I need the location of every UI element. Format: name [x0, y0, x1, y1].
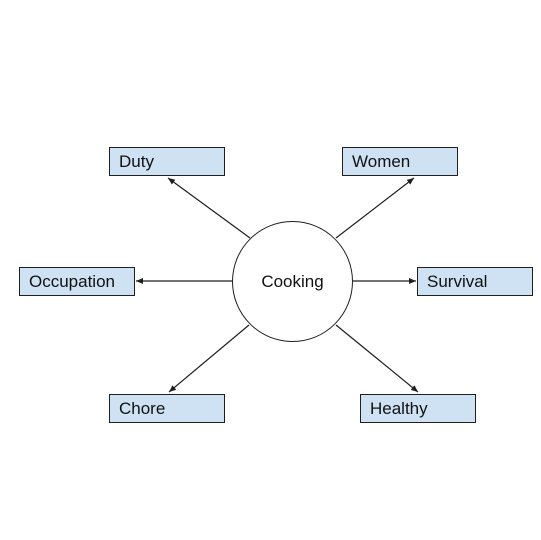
node-women-label: Women [352, 151, 411, 171]
edge-cooking-chore [168, 324, 250, 393]
edge-cooking-healthy [335, 324, 419, 393]
node-duty: Duty [109, 147, 225, 176]
node-healthy-label: Healthy [370, 398, 428, 418]
node-women: Women [342, 147, 458, 176]
node-chore: Chore [109, 394, 225, 423]
node-duty-label: Duty [119, 151, 154, 171]
node-occupation-label: Occupation [29, 271, 115, 291]
node-survival-label: Survival [427, 271, 488, 291]
node-healthy: Healthy [360, 394, 476, 423]
center-node-label: Cooking [261, 271, 324, 291]
node-occupation: Occupation [19, 267, 135, 296]
center-node-cooking: Cooking [232, 221, 353, 342]
edge-cooking-duty [167, 177, 251, 239]
node-chore-label: Chore [119, 398, 166, 418]
edge-cooking-women [335, 177, 415, 239]
node-survival: Survival [417, 267, 533, 296]
